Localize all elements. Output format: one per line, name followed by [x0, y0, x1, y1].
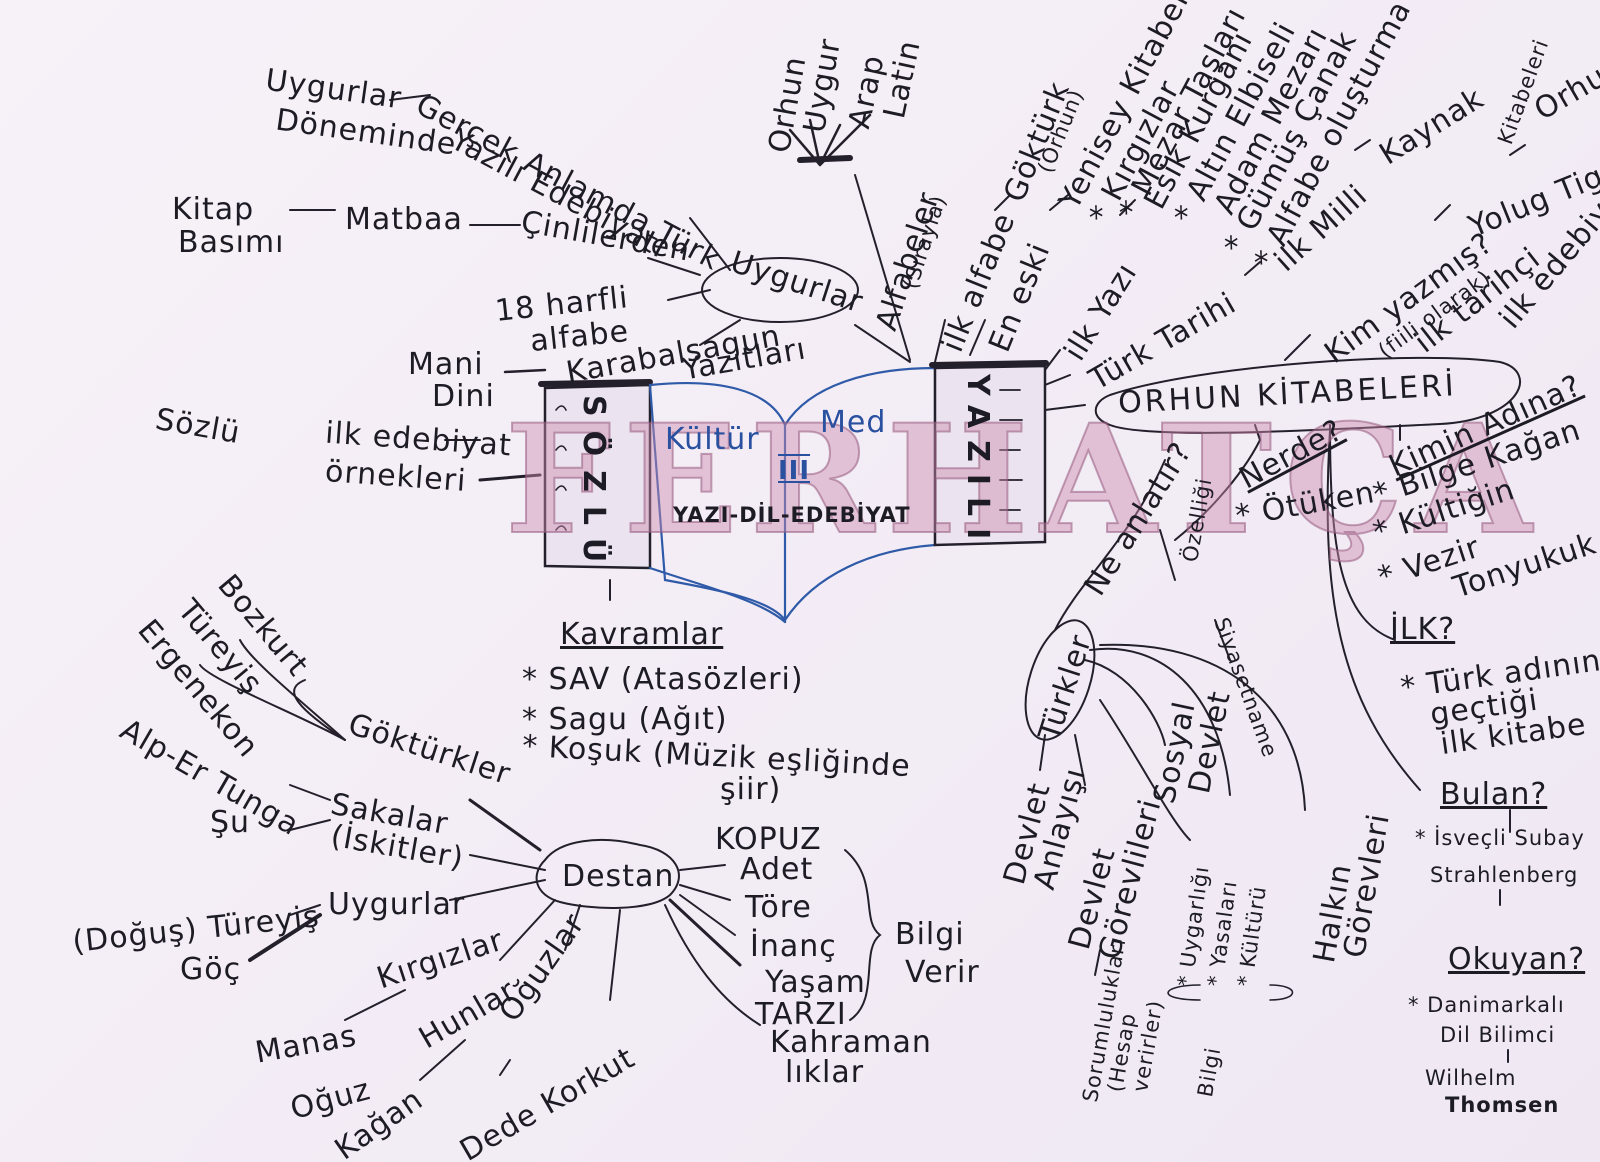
bilgi-adet: Adet [740, 852, 814, 887]
yazili-panel-top [929, 360, 1049, 368]
okuyan-dilbilimci: Dil Bilimci [1440, 1023, 1556, 1047]
center-title: YAZI-DİL-EDEBİYAT [673, 503, 911, 527]
matbaa-label: Matbaa [345, 202, 463, 237]
yazili-panel-title: YAZILI [960, 374, 995, 552]
bilgi-liklar: lıklar [785, 1055, 865, 1090]
destan-uygurlar: Uygurlar [328, 887, 466, 922]
orhun-bubble [1094, 356, 1521, 434]
bilgi-verir-1: Bilgi [895, 917, 965, 952]
basimi-label: Basımı [178, 225, 285, 260]
kitap-label: Kitap [172, 192, 255, 227]
bilgi-yasam: Yaşam [765, 965, 866, 1000]
bilgi-verir-2: Verir [905, 955, 980, 990]
bulan-strahlenberg: Strahlenberg [1430, 863, 1579, 887]
uygurlar-bubble [701, 257, 859, 323]
turkler-bubble [1024, 619, 1096, 741]
kavram-sav: * SAV (Atasözleri) [522, 662, 804, 697]
mani-label: Mani [408, 347, 484, 382]
watermark: FERHATÇA [504, 391, 1544, 569]
bilgi-tarzi: TARZI [755, 997, 847, 1032]
okuyan-wilhelm: Wilhelm [1425, 1066, 1517, 1090]
dini-label: Dini [432, 379, 495, 414]
okuyan-question: Okuyan? [1448, 942, 1586, 977]
yazili-panel [933, 364, 1047, 547]
okuyan-thomsen: Thomsen [1445, 1093, 1560, 1117]
destan-bubble [535, 839, 680, 909]
kavram-sagu: * Sagu (Ağıt) [522, 702, 728, 737]
okuyan-danimarkali: * Danimarkalı [1408, 993, 1565, 1017]
bulan-question: Bulan? [1440, 777, 1548, 812]
goc-label: Göç [180, 952, 242, 987]
sozlu-panel-top [538, 379, 653, 387]
unit-number: III [778, 456, 811, 486]
kultur-label: Kültür [665, 422, 760, 457]
destan-label: Destan [562, 859, 675, 894]
kavramlar-heading: Kavramlar [560, 617, 724, 652]
ilk-question: İLK? [1390, 612, 1456, 647]
su-label: Şu [210, 805, 251, 840]
bilgi-kahraman: Kahraman [770, 1025, 932, 1060]
bilgi-tore: Töre [745, 890, 812, 925]
kavram-siir: şiir) [720, 772, 782, 807]
sozlu-panel-title: SÖZLÜ [576, 395, 611, 577]
bilgi-inanc: İnanç [750, 929, 837, 964]
bulan-isvecli: * İsveçli Subay [1415, 826, 1585, 850]
kopuz-label: KOPUZ [715, 822, 822, 857]
med-label: Med [820, 405, 887, 440]
